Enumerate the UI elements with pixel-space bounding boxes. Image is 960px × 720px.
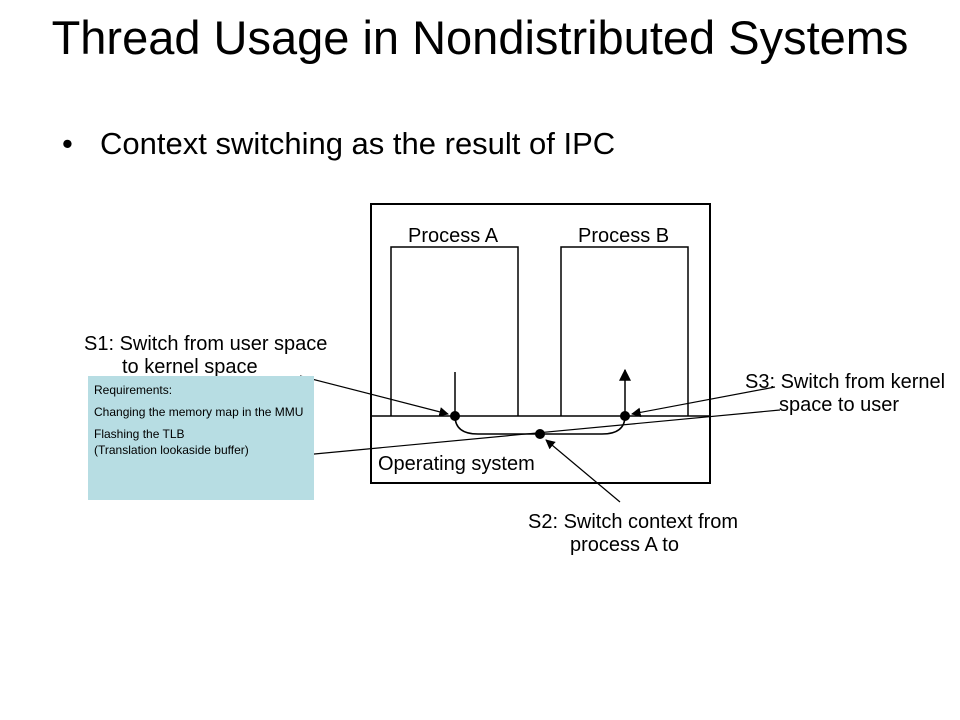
s2-point (535, 429, 545, 439)
process-a-box (390, 246, 519, 416)
s2-callout-arrow (545, 439, 621, 503)
note-callout-arrow (271, 409, 781, 462)
s3-callout-arrow (631, 386, 776, 418)
note-heading: Requirements: (94, 383, 173, 397)
s1-callout-arrow (299, 375, 449, 417)
bullet-item: • Context switching as the result of IPC (62, 124, 615, 164)
system-frame (370, 203, 711, 484)
requirements-note: Requirements: Changing the memory map in… (88, 376, 314, 500)
bullet-dot-icon: • (62, 126, 73, 161)
note-item-tlb: Flashing the TLB (94, 427, 185, 441)
s1-label-line2: to kernel space (122, 356, 258, 378)
s3-point (620, 411, 630, 421)
process-b-box (560, 246, 689, 416)
note-item-mmu: Changing the memory map in the MMU (94, 405, 304, 419)
operating-system-label: Operating system (378, 453, 535, 475)
process-b-label: Process B (578, 225, 670, 247)
s2-label-line1: S2: Switch context from (528, 511, 739, 533)
s1-label-line1: S1: Switch from user space (84, 333, 328, 355)
note-item-tlb-detail: (Translation lookaside buffer) (94, 443, 249, 457)
slide-title: Thread Usage in Nondistributed Systems (51, 11, 909, 64)
process-a-label: Process A (408, 225, 499, 247)
s3-label-line1: S3: Switch from kernel (745, 371, 946, 393)
s3-label-line2: space to user (779, 394, 900, 416)
s1-point (450, 411, 460, 421)
s2-label-line2: process A to (570, 534, 679, 556)
bullet-text: Context switching as the result of IPC (100, 126, 616, 161)
